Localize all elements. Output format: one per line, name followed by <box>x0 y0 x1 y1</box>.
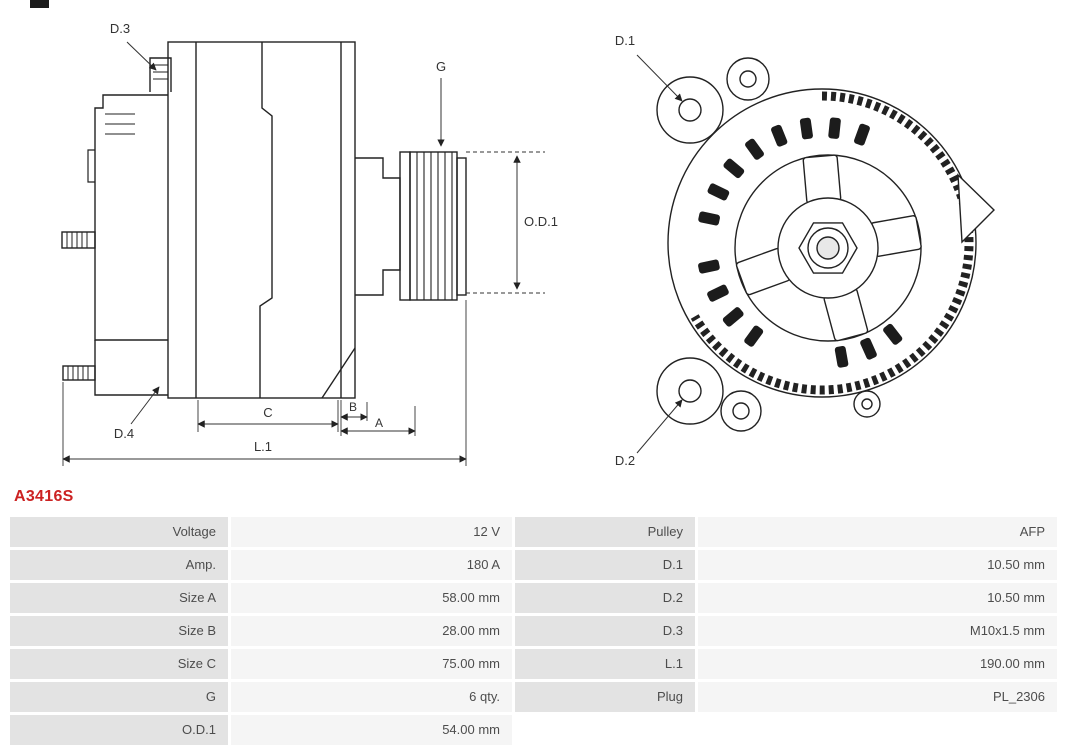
mounting-ear-d1 <box>656 76 724 144</box>
pulley-side <box>399 151 467 301</box>
dim-label-d3: D.3 <box>110 21 130 36</box>
pulley-spokes <box>735 154 922 342</box>
dim-label-od1: O.D.1 <box>524 214 558 229</box>
spec-label: Amp. <box>10 550 228 580</box>
mounting-ear-bottom <box>720 390 762 432</box>
rear-housing <box>61 57 172 396</box>
spec-value: M10x1.5 mm <box>698 616 1057 646</box>
front-view <box>656 57 995 432</box>
spec-value: 28.00 mm <box>231 616 512 646</box>
spec-label: Plug <box>515 682 695 712</box>
dim-label-b: B <box>349 400 357 414</box>
dim-label-c: C <box>263 405 272 420</box>
mounting-lug <box>62 340 168 396</box>
spec-value: 180 A <box>231 550 512 580</box>
spec-value: AFP <box>698 517 1057 547</box>
terminal-stud <box>61 231 96 249</box>
part-number: A3416S <box>14 488 74 505</box>
dim-label-d4: D.4 <box>114 426 134 441</box>
spec-value: 75.00 mm <box>231 649 512 679</box>
spec-value: PL_2306 <box>698 682 1057 712</box>
spec-label: G <box>10 682 228 712</box>
technical-drawing: D.3 G O.D.1 D.4 C B A L.1 <box>61 21 995 468</box>
shaft-nose <box>355 157 401 296</box>
spec-label: Pulley <box>515 517 695 547</box>
dim-label-d2: D.2 <box>615 453 635 468</box>
front-view-dimensions <box>636 54 683 454</box>
side-view <box>61 41 467 399</box>
spec-label: Size A <box>10 583 228 613</box>
spec-label: L.1 <box>515 649 695 679</box>
spec-value: 10.50 mm <box>698 583 1057 613</box>
spec-value: 58.00 mm <box>231 583 512 613</box>
side-lug <box>957 173 995 244</box>
spec-value: 10.50 mm <box>698 550 1057 580</box>
vent-slots <box>698 117 903 368</box>
dim-label-l1: L.1 <box>254 439 272 454</box>
alternator-body <box>167 41 356 399</box>
dim-label-a: A <box>375 416 383 430</box>
spec-value: 6 qty. <box>231 682 512 712</box>
spec-label: O.D.1 <box>10 715 228 745</box>
dim-label-g: G <box>436 59 446 74</box>
mounting-ear-d2 <box>656 357 724 425</box>
spec-label: Size B <box>10 616 228 646</box>
mounting-ear-top <box>726 57 770 101</box>
spec-value: 54.00 mm <box>231 715 512 745</box>
logo-fragment <box>30 0 49 8</box>
spec-label: D.1 <box>515 550 695 580</box>
bolt-d3 <box>149 57 172 92</box>
dim-label-d1: D.1 <box>615 33 635 48</box>
side-view-dimensions <box>62 41 545 466</box>
spec-label <box>515 715 695 745</box>
stator-teeth-ring <box>690 91 974 395</box>
spec-label: D.3 <box>515 616 695 646</box>
spec-label: Voltage <box>10 517 228 547</box>
spec-label: Size C <box>10 649 228 679</box>
small-ear <box>853 390 881 418</box>
pulley-front <box>734 154 922 342</box>
spec-value <box>698 715 1057 745</box>
spec-label: D.2 <box>515 583 695 613</box>
spec-value: 12 V <box>231 517 512 547</box>
spec-table: Voltage 12 V Pulley AFP Amp. 180 A D.1 1… <box>10 517 1057 745</box>
spec-value: 190.00 mm <box>698 649 1057 679</box>
